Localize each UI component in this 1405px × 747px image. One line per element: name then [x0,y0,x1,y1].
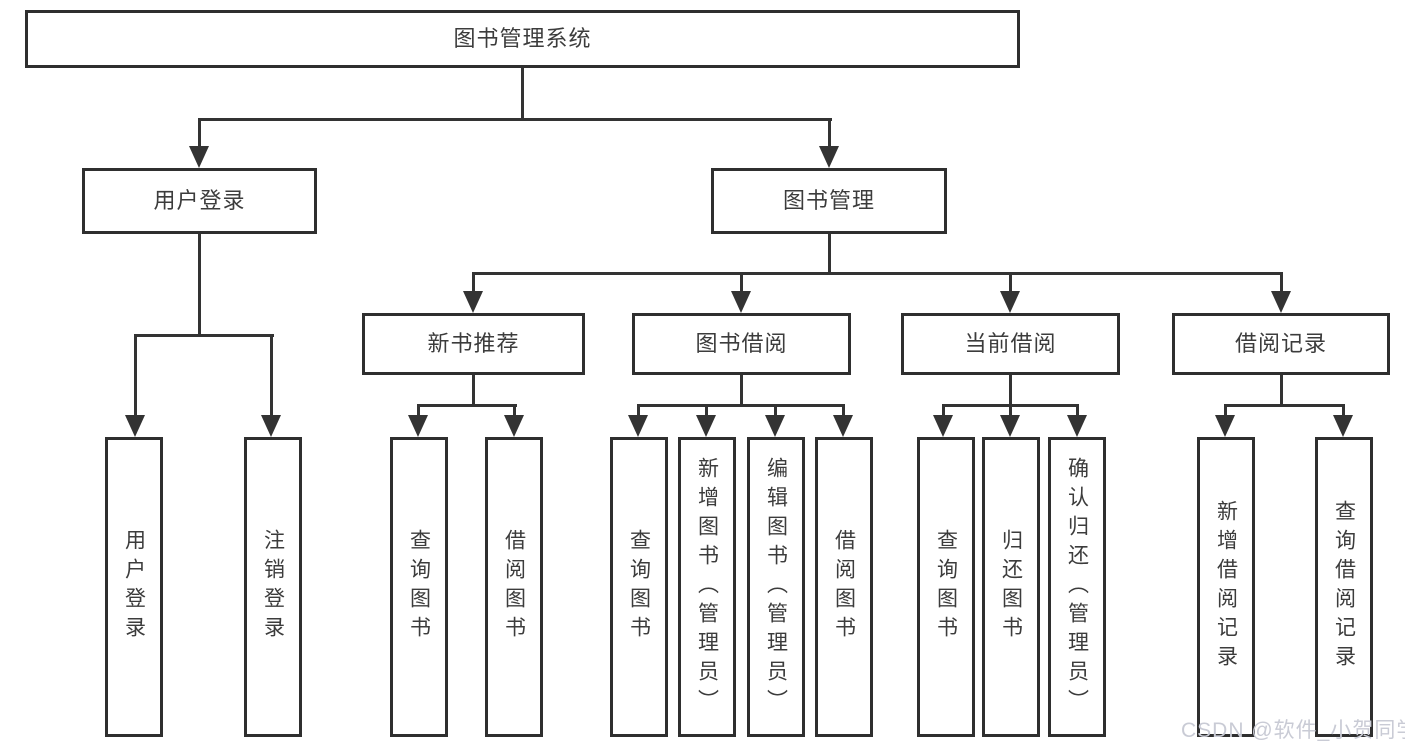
connector-line [513,404,516,420]
node-label: 图书借阅 [695,331,788,356]
node-label: 当前借阅 [964,331,1057,356]
connector-line [134,334,137,420]
connector-line [134,334,274,337]
connector-line [740,272,743,296]
connector-line [417,404,517,407]
connector-line [1076,404,1079,420]
arrowhead-down [628,415,648,437]
connector-line [1342,404,1345,420]
arrowhead-down [1000,415,1020,437]
arrowhead-down [1000,291,1020,313]
connector-line [417,404,420,420]
connector-line [198,118,832,121]
node-label: 查询图书 [934,529,958,645]
connector-line [270,334,273,420]
node-label: 用户登录 [153,188,246,213]
arrowhead-down [1215,415,1235,437]
arrowhead-down [1271,291,1291,313]
connector-line [828,232,831,275]
connector-line [842,404,845,420]
connector-line [1280,272,1283,296]
arrowhead-down [696,415,716,437]
leaf-edit-books-admin: 编辑图书（管理员） [747,437,805,737]
arrowhead-down [504,415,524,437]
node-label: 新增图书（管理员） [695,456,719,718]
leaf-add-books-admin: 新增图书（管理员） [678,437,736,737]
leaf-query-books-3: 查询图书 [917,437,975,737]
connector-line [942,404,945,420]
arrowhead-down [819,146,839,168]
connector-line [472,373,475,407]
arrowhead-down [125,415,145,437]
node-new-book-recommendation: 新书推荐 [362,313,585,375]
leaf-add-borrow-record: 新增借阅记录 [1197,437,1255,737]
connector-line [472,272,475,296]
arrowhead-down [933,415,953,437]
connector-line [637,404,845,407]
node-label: 查询图书 [407,529,431,645]
arrowhead-down [1333,415,1353,437]
node-label: 借阅图书 [832,529,856,645]
connector-line [774,404,777,420]
connector-line [705,404,708,420]
leaf-query-books-2: 查询图书 [610,437,668,737]
connector-line [1009,373,1012,407]
node-label: 查询图书 [627,529,651,645]
connector-line [637,404,640,420]
connector-line [198,232,201,336]
leaf-user-login: 用户登录 [105,437,163,737]
arrowhead-down [1067,415,1087,437]
node-root: 图书管理系统 [25,10,1020,68]
node-label: 新增借阅记录 [1214,500,1238,674]
arrowhead-down [833,415,853,437]
node-user-login: 用户登录 [82,168,317,234]
connector-line [521,67,524,120]
node-label: 新书推荐 [427,331,520,356]
node-label: 用户登录 [122,529,146,645]
connector-line [828,118,831,152]
arrowhead-down [463,291,483,313]
connector-line [1009,272,1012,296]
csdn-watermark: CSDN @软件_小贺同学 [1181,719,1405,742]
leaf-confirm-return-admin: 确认归还（管理员） [1048,437,1106,737]
connector-line [472,272,1283,275]
leaf-logout: 注销登录 [244,437,302,737]
node-label: 图书管理系统 [453,26,592,51]
node-label: 确认归还（管理员） [1065,456,1089,718]
arrowhead-down [261,415,281,437]
connector-line [1280,373,1283,407]
node-label: 归还图书 [999,529,1023,645]
node-label: 借阅图书 [502,529,526,645]
leaf-borrow-books-1: 借阅图书 [485,437,543,737]
node-book-borrowing: 图书借阅 [632,313,851,375]
node-label: 注销登录 [261,529,285,645]
node-label: 查询借阅记录 [1332,500,1356,674]
arrowhead-down [408,415,428,437]
node-book-management: 图书管理 [711,168,947,234]
arrowhead-down [731,291,751,313]
connector-line [1009,404,1012,420]
connector-line [1224,404,1227,420]
node-label: 图书管理 [782,188,875,213]
node-label: 借阅记录 [1234,331,1327,356]
leaf-query-borrow-record: 查询借阅记录 [1315,437,1373,737]
connector-line [198,118,201,152]
connector-line [740,373,743,407]
leaf-return-books: 归还图书 [982,437,1040,737]
node-borrowing-records: 借阅记录 [1172,313,1390,375]
node-label: 编辑图书（管理员） [764,456,788,718]
leaf-query-books-1: 查询图书 [390,437,448,737]
leaf-borrow-books-2: 借阅图书 [815,437,873,737]
arrowhead-down [765,415,785,437]
arrowhead-down [189,146,209,168]
connector-line [1224,404,1345,407]
node-current-borrowing: 当前借阅 [901,313,1120,375]
